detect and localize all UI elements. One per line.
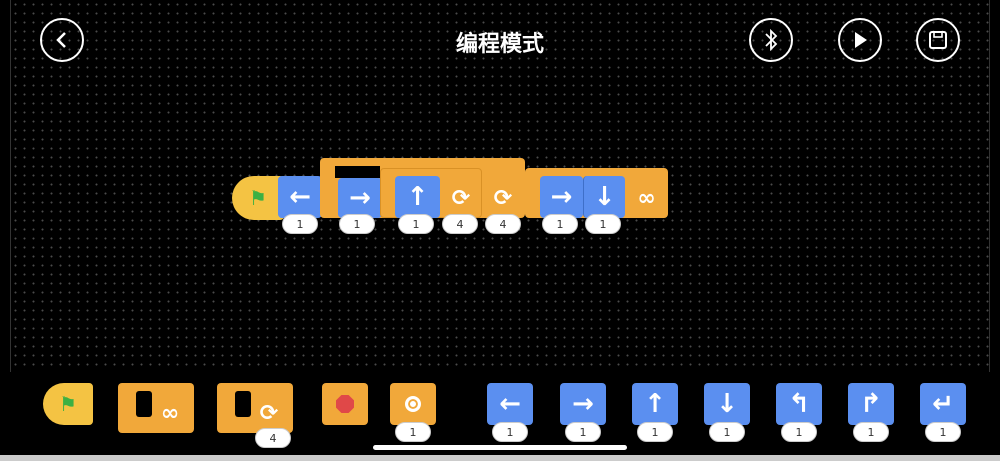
value-badge[interactable]: 1 <box>637 422 673 442</box>
bluetooth-icon <box>765 28 778 52</box>
stop-icon <box>336 395 354 413</box>
palette-down-block[interactable]: ↓ <box>704 383 750 425</box>
palette-right-block[interactable]: → <box>560 383 606 425</box>
move-right-block[interactable]: → <box>540 176 583 218</box>
value-badge[interactable]: 1 <box>781 422 817 442</box>
bluetooth-button[interactable] <box>749 18 793 62</box>
move-down-block[interactable]: ↓ <box>583 176 625 218</box>
palette-up-block[interactable]: ↑ <box>632 383 678 425</box>
palette-turn-left-block[interactable]: ↰ <box>776 383 822 425</box>
arrow-right-icon: → <box>349 183 371 213</box>
value-badge[interactable]: 1 <box>282 214 318 234</box>
forever-icon: ∞ <box>160 400 180 426</box>
palette-start-block[interactable]: ⚑ <box>43 383 93 425</box>
palette-forever-block[interactable]: ∞ <box>118 383 194 433</box>
value-badge[interactable]: 1 <box>398 214 434 234</box>
play-icon <box>855 32 867 48</box>
flag-icon: ⚑ <box>59 392 77 416</box>
move-left-block[interactable]: ← <box>278 176 322 218</box>
move-up-block[interactable]: ↑ <box>395 176 440 218</box>
run-button[interactable] <box>838 18 882 62</box>
start-block[interactable]: ⚑ <box>232 176 284 220</box>
value-badge[interactable]: 1 <box>925 422 961 442</box>
repeat-icon: ⟳ <box>259 400 279 426</box>
turn-right-icon: ↱ <box>860 389 882 419</box>
value-badge[interactable]: 4 <box>485 214 521 234</box>
return-icon: ↵ <box>932 389 954 419</box>
chevron-left-icon <box>56 32 66 48</box>
back-button[interactable] <box>40 18 84 62</box>
value-badge[interactable]: 1 <box>395 422 431 442</box>
value-badge[interactable]: 1 <box>492 422 528 442</box>
value-badge[interactable]: 1 <box>565 422 601 442</box>
save-button[interactable] <box>916 18 960 62</box>
turn-left-icon: ↰ <box>788 389 810 419</box>
save-icon <box>929 31 947 49</box>
arrow-left-icon: ← <box>289 182 311 212</box>
flag-icon: ⚑ <box>249 186 267 210</box>
arrow-right-icon: → <box>550 182 573 212</box>
value-badge[interactable]: 1 <box>542 214 578 234</box>
palette-return-block[interactable]: ↵ <box>920 383 966 425</box>
palette-repeat-block[interactable]: ⟳ <box>217 383 293 433</box>
arrow-left-icon: ← <box>499 389 521 419</box>
repeat-icon: ⟳ <box>493 185 513 211</box>
arrow-right-icon: → <box>572 389 594 419</box>
forever-icon: ∞ <box>637 185 656 211</box>
value-badge[interactable]: 1 <box>853 422 889 442</box>
palette-wait-block[interactable] <box>390 383 436 425</box>
arrow-down-icon: ↓ <box>593 182 616 212</box>
page-title: 编程模式 <box>455 32 544 57</box>
home-indicator[interactable] <box>373 445 627 450</box>
palette-turn-right-block[interactable]: ↱ <box>848 383 894 425</box>
arrow-up-icon: ↑ <box>406 182 429 212</box>
value-badge[interactable]: 1 <box>339 214 375 234</box>
arrow-up-icon: ↑ <box>644 389 666 419</box>
palette-stop-block[interactable] <box>322 383 368 425</box>
timer-icon <box>405 396 421 412</box>
repeat-icon: ⟳ <box>451 185 471 211</box>
value-badge[interactable]: 1 <box>585 214 621 234</box>
value-badge[interactable]: 4 <box>255 428 291 448</box>
value-badge[interactable]: 4 <box>442 214 478 234</box>
arrow-down-icon: ↓ <box>716 389 738 419</box>
palette-scrollbar[interactable] <box>0 455 1000 461</box>
palette-left-block[interactable]: ← <box>487 383 533 425</box>
value-badge[interactable]: 1 <box>709 422 745 442</box>
move-right-block[interactable]: → <box>338 178 382 218</box>
